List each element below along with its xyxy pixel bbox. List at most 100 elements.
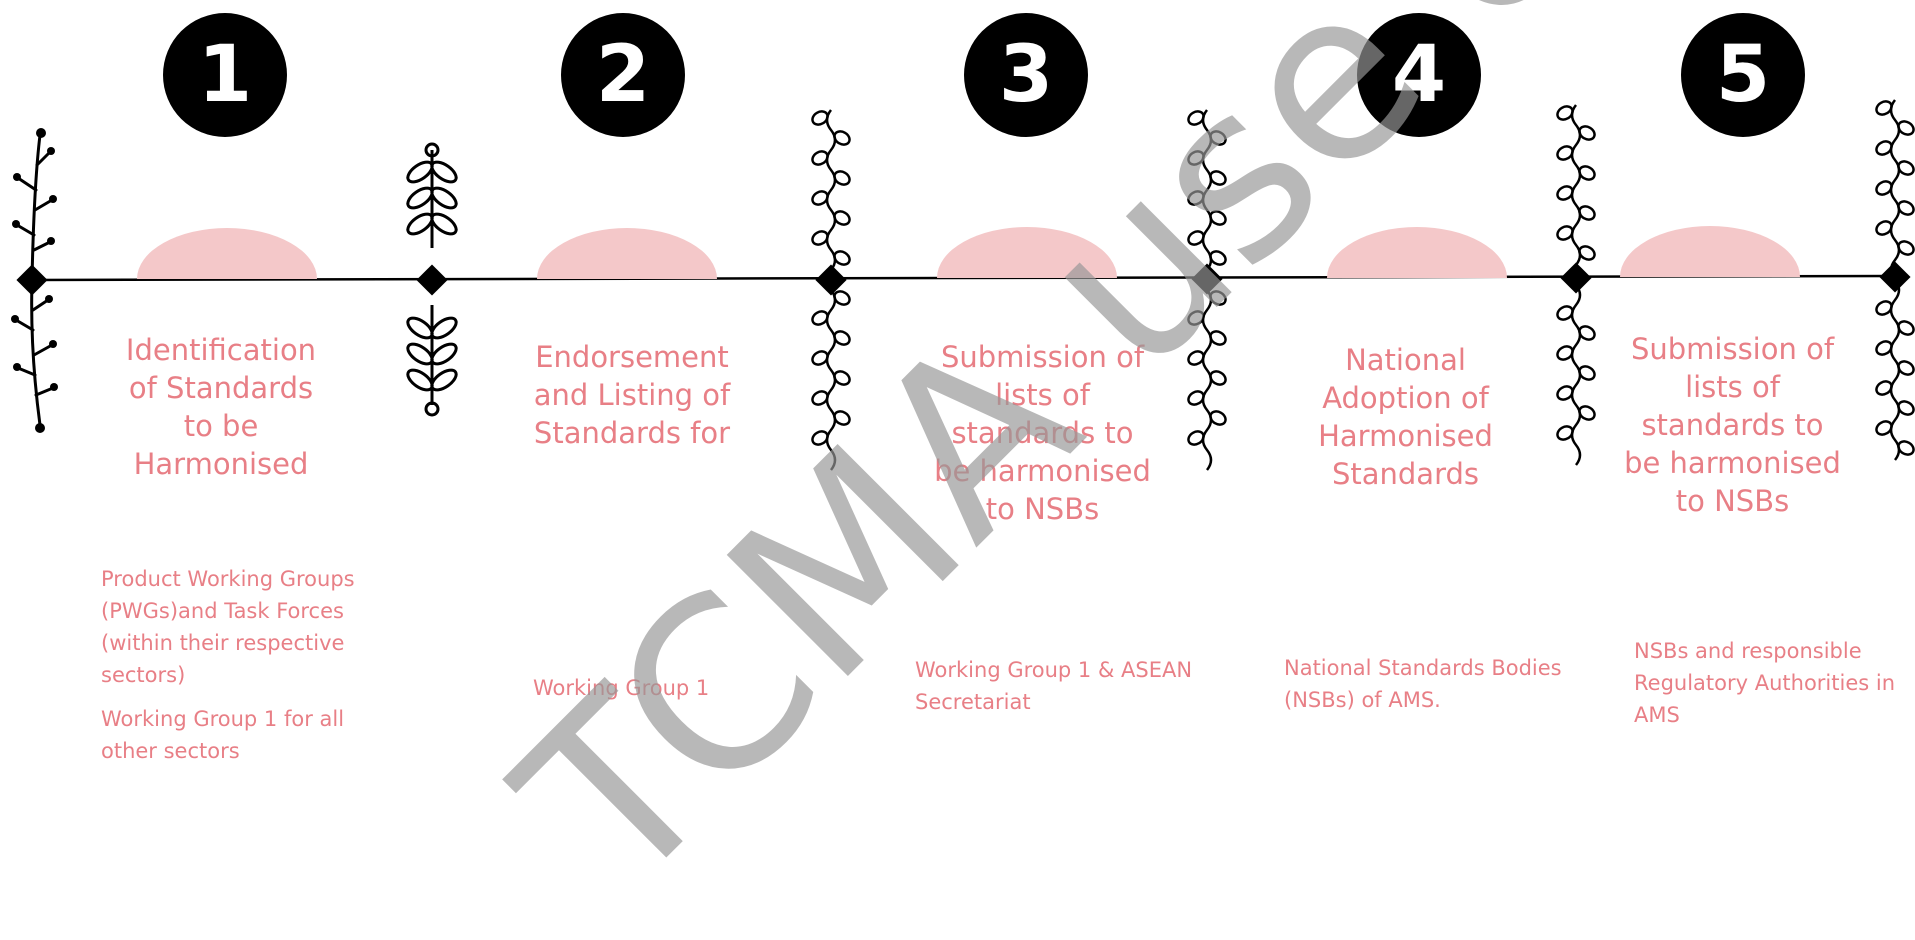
vine-leaf xyxy=(833,330,851,346)
responsible-line: National Standards Bodies (NSBs) of AMS. xyxy=(1284,656,1562,712)
branch-buds xyxy=(11,128,58,433)
vine-leaf xyxy=(1556,145,1574,161)
hump-2 xyxy=(537,228,717,279)
vine-leaf xyxy=(1556,105,1574,121)
responsible-line: Working Group 1 & ASEAN Secretariat xyxy=(915,658,1193,714)
vine-leaf xyxy=(1209,410,1227,426)
vine-leaf xyxy=(1897,400,1915,416)
step-3-responsible: Working Group 1 & ASEAN Secretariat xyxy=(915,654,1195,730)
vine-leaf xyxy=(1556,425,1574,441)
vine-leaf xyxy=(811,350,829,366)
vine-leaf xyxy=(1187,190,1205,206)
vine-leaf xyxy=(1187,230,1205,246)
marker-diamond xyxy=(1879,261,1911,293)
step-1-title: Identification of Standards to be Harmon… xyxy=(125,333,317,481)
step-3-title: Submission of lists of standards to be h… xyxy=(934,340,1151,526)
vine-leaf xyxy=(1897,200,1915,216)
step-3-number: 3 xyxy=(964,13,1088,137)
vine-leaf xyxy=(811,110,829,126)
vine-leaf xyxy=(1875,340,1893,356)
vine-leaf xyxy=(1578,125,1596,141)
responsible-line: NSBs and responsible Regulatory Authorit… xyxy=(1634,639,1896,727)
step-2-responsible: Working Group 1 xyxy=(533,672,783,716)
vine-leaf xyxy=(1897,120,1915,136)
vine-leaf xyxy=(833,130,851,146)
vine-leaf xyxy=(1875,300,1893,316)
vine-leaf xyxy=(1556,185,1574,201)
vine-leaf xyxy=(1187,350,1205,366)
responsible-line: Product Working Groups (PWGs)and Task Fo… xyxy=(101,567,355,687)
vine-leaf xyxy=(1187,150,1205,166)
process-timeline: 1 2 3 4 5 Identification of Standards to… xyxy=(11,0,1915,940)
vine-dividers xyxy=(811,99,1915,471)
step-2-title: Endorsement and Listing of Standards for xyxy=(533,340,731,450)
vine-leaf xyxy=(1187,110,1205,126)
vine-leaf xyxy=(811,190,829,206)
vine-leaf xyxy=(1578,165,1596,181)
vine-leaf xyxy=(1209,130,1227,146)
vine-leaf xyxy=(833,370,851,386)
responsible-line: Working Group 1 xyxy=(533,676,710,700)
step-1-responsible: Product Working Groups (PWGs)and Task Fo… xyxy=(101,563,391,779)
step-2-number: 2 xyxy=(561,13,685,137)
timeline-graphics xyxy=(11,99,1915,471)
leaf-sprig-icon xyxy=(406,142,458,417)
vine-leaf xyxy=(1897,160,1915,176)
vine-leaf xyxy=(1187,390,1205,406)
marker-diamond xyxy=(1191,263,1223,295)
vine-leaf xyxy=(1209,170,1227,186)
step-1-number: 1 xyxy=(163,13,287,137)
responsible-line: Working Group 1 for all other sectors xyxy=(101,707,345,763)
vine-leaf xyxy=(1897,440,1915,456)
marker-diamond xyxy=(416,264,448,296)
step-4-responsible: National Standards Bodies (NSBs) of AMS. xyxy=(1284,652,1574,728)
vine-leaf xyxy=(1578,405,1596,421)
vine-leaf xyxy=(1556,345,1574,361)
marker-diamond xyxy=(1560,262,1592,294)
vine-leaf xyxy=(1875,380,1893,396)
vine-leaf xyxy=(1875,100,1893,116)
vine-leaf xyxy=(1875,140,1893,156)
vine-icon xyxy=(1875,99,1915,461)
vine-leaf xyxy=(1209,250,1227,266)
vine-leaf xyxy=(1897,360,1915,376)
marker-diamond xyxy=(815,264,847,296)
vine-leaf xyxy=(811,310,829,326)
timeline-markers xyxy=(16,261,1911,296)
vine-leaf xyxy=(1209,290,1227,306)
step-5-responsible: NSBs and responsible Regulatory Authorit… xyxy=(1634,635,1909,743)
vine-leaf xyxy=(811,150,829,166)
vine-leaf xyxy=(1875,220,1893,236)
hump-1 xyxy=(137,228,317,279)
hump-3 xyxy=(937,227,1117,278)
vine-leaf xyxy=(1556,305,1574,321)
vine-leaf xyxy=(1556,225,1574,241)
vine-leaf xyxy=(1209,210,1227,226)
vine-leaf xyxy=(833,290,851,306)
hump-5 xyxy=(1620,226,1800,277)
marker-diamond xyxy=(16,264,48,296)
vine-leaf xyxy=(833,210,851,226)
vine-leaf xyxy=(811,230,829,246)
vine-leaf xyxy=(1556,385,1574,401)
vine-leaf xyxy=(833,250,851,266)
step-5-number: 5 xyxy=(1681,13,1805,137)
step-4-number: 4 xyxy=(1357,13,1481,137)
vine-leaf xyxy=(1578,325,1596,341)
vine-leaf xyxy=(811,430,829,446)
step-5-title: Submission of lists of standards to be h… xyxy=(1624,332,1841,518)
vine-leaf xyxy=(833,170,851,186)
vine-leaf xyxy=(1897,240,1915,256)
vine-leaf xyxy=(1187,430,1205,446)
hump-4 xyxy=(1327,227,1507,278)
vine-leaf xyxy=(833,410,851,426)
vine-leaf xyxy=(1578,245,1596,261)
vine-leaf xyxy=(1209,330,1227,346)
vine-leaf xyxy=(1897,320,1915,336)
vine-leaf xyxy=(1187,310,1205,326)
vine-leaf xyxy=(1209,370,1227,386)
step-4-title: National Adoption of Harmonised Standard… xyxy=(1318,343,1493,491)
vine-leaf xyxy=(1875,420,1893,436)
vine-leaf xyxy=(1875,180,1893,196)
vine-leaf xyxy=(811,390,829,406)
